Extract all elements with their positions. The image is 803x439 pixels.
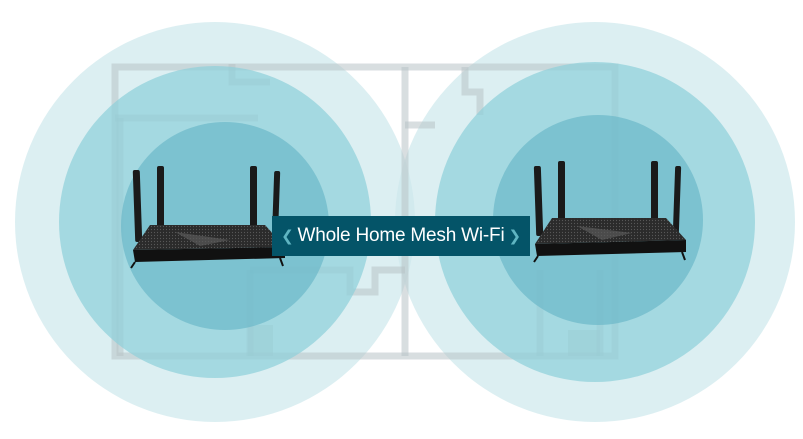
router-left [130, 166, 285, 269]
antenna-icon [533, 161, 682, 237]
chevron-left-icon: ❮ [281, 228, 294, 245]
banner-label: Whole Home Mesh Wi-Fi [297, 225, 505, 246]
mesh-banner: ❮ Whole Home Mesh Wi-Fi ❯ [272, 216, 530, 256]
router-right [533, 161, 686, 263]
chevron-right-icon: ❯ [508, 228, 521, 245]
